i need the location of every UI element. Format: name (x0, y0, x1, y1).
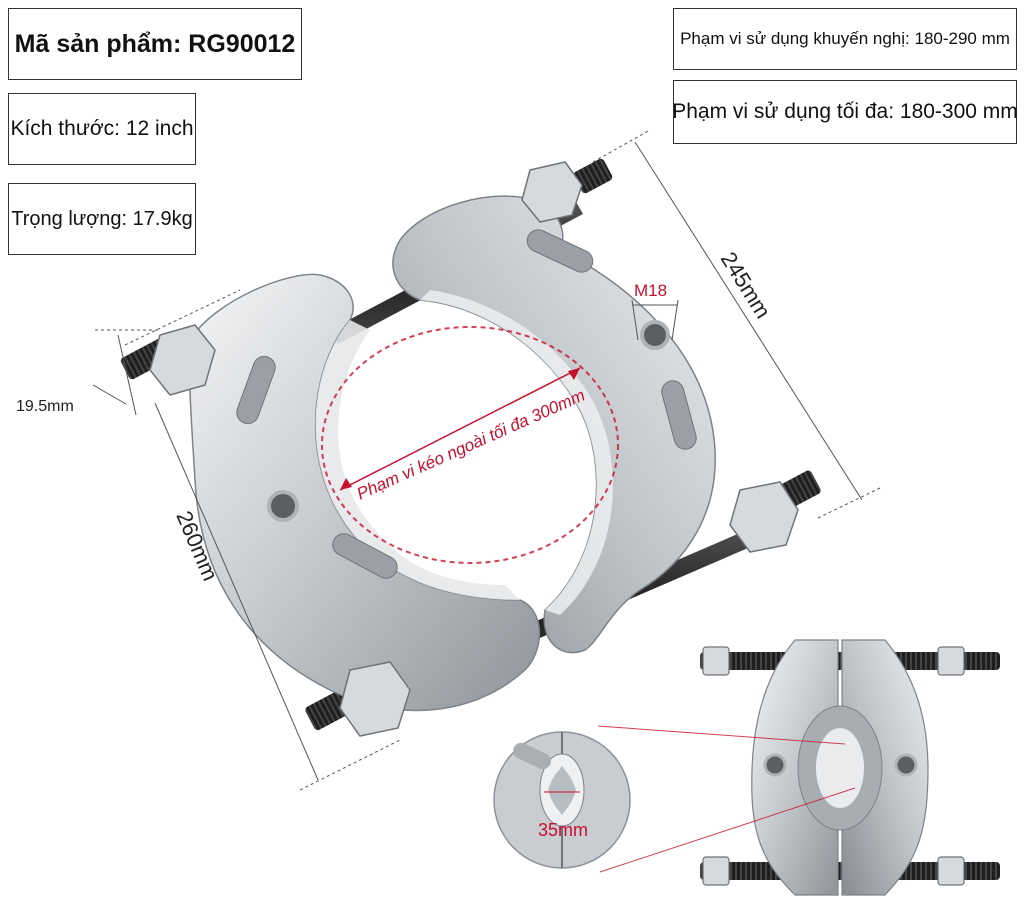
thickness-dimension-label: 19.5mm (16, 398, 74, 415)
weight-label: Trọng lượng: 17.9kg (8, 183, 196, 255)
bolt-size-label: M18 (634, 281, 667, 300)
zoom-detail-image (493, 731, 631, 869)
min-opening-label: 35mm (538, 820, 588, 840)
product-code-label: Mã sản phẩm: RG90012 (8, 8, 302, 80)
size-label: Kích thước: 12 inch (8, 93, 196, 165)
bearing-separator-detail-image (700, 639, 1000, 896)
width-dimension-label: 245mm (716, 247, 776, 322)
max-pull-label: Phạm vi kéo ngoài tối đa 300mm (354, 386, 588, 504)
dimension-lines (92, 129, 881, 791)
max-range-label: Phạm vi sử dụng tối đa: 180-300 mm (672, 80, 1018, 144)
recommended-range-label: Phạm vi sử dụng khuyến nghị: 180-290 mm (673, 8, 1017, 70)
